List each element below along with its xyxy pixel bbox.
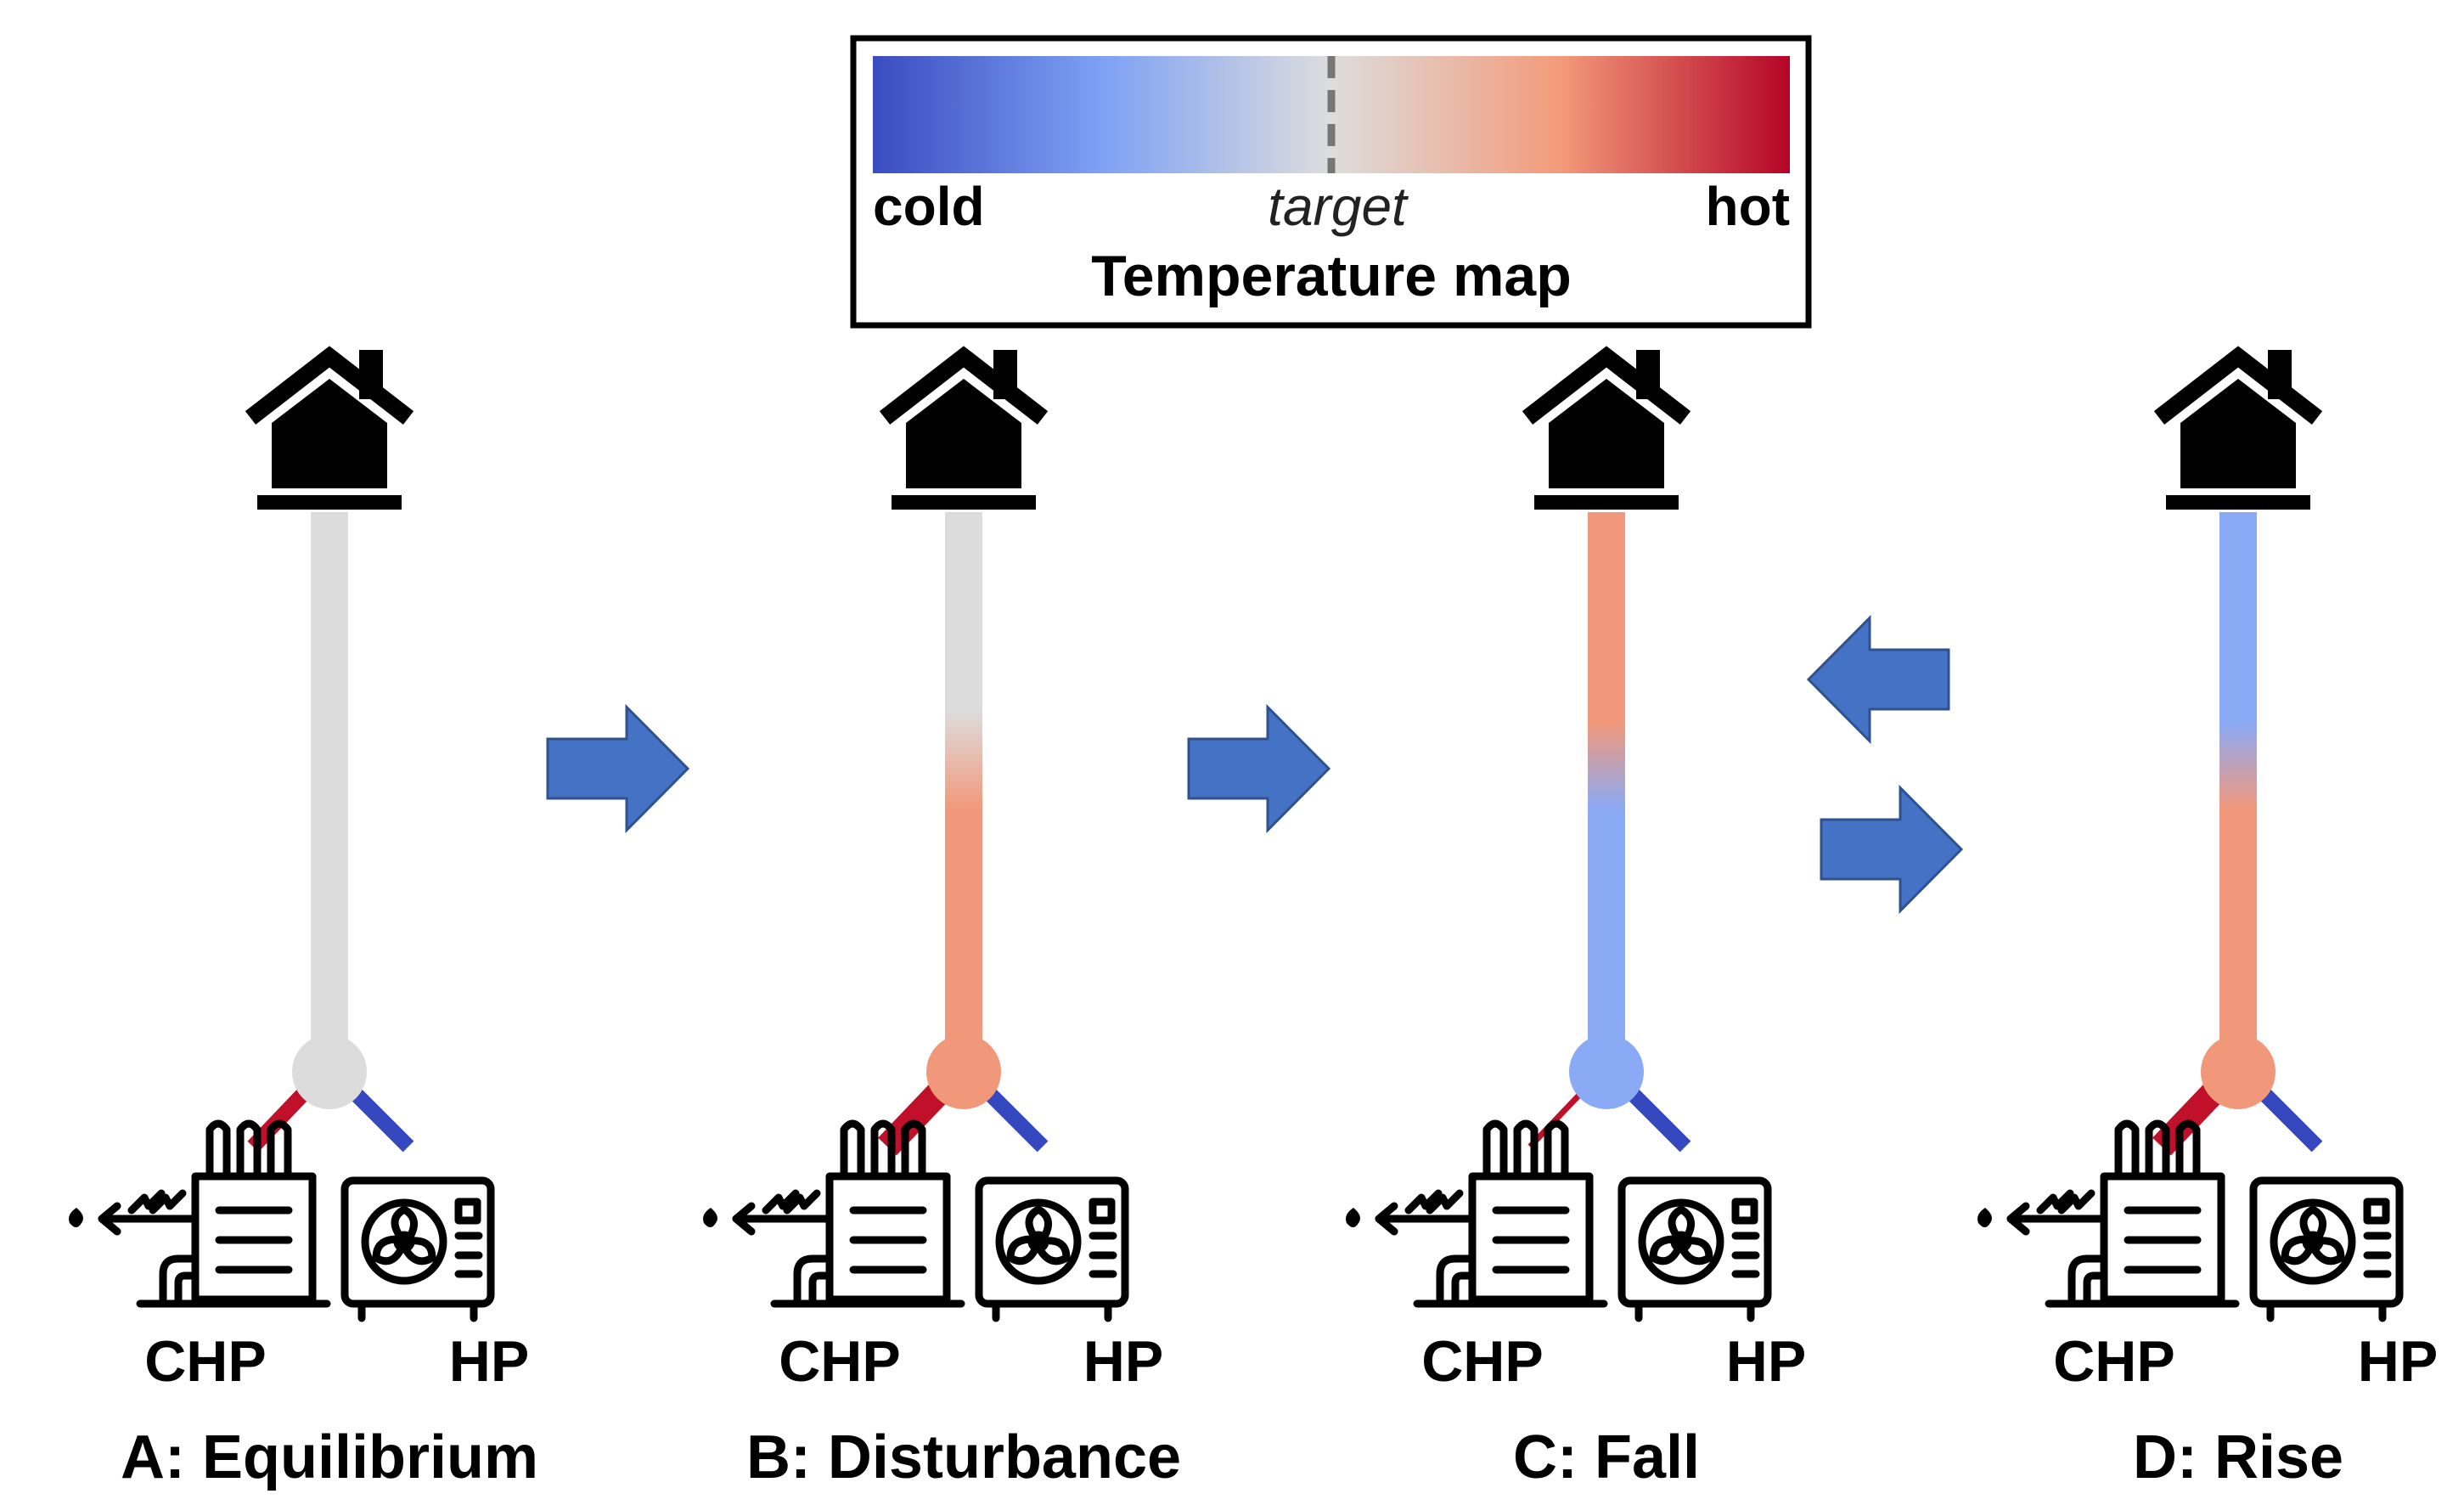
chp-plant-icon	[1977, 1119, 2240, 1308]
hp-supply-line	[347, 1085, 414, 1153]
hp-supply-line	[1624, 1085, 1691, 1153]
arrow-c-to-d-icon	[1820, 784, 1964, 915]
chp-label: CHP	[1421, 1329, 1544, 1394]
chp-plant-icon	[703, 1119, 965, 1308]
legend-high-label: hot	[1706, 176, 1791, 237]
heat-pump-icon	[2249, 1176, 2404, 1322]
hp-label: HP	[1726, 1329, 1806, 1394]
heat-pump-icon	[1617, 1176, 1772, 1322]
house-icon	[1522, 346, 1691, 510]
temperature-legend: cold target hot Temperature map	[850, 35, 1812, 329]
chp-supply-line	[2152, 1082, 2224, 1156]
pipe	[311, 512, 348, 1064]
legend-title: Temperature map	[1091, 244, 1572, 308]
house-icon	[2153, 346, 2323, 510]
chp-plant-icon	[69, 1119, 331, 1308]
mixing-junction	[292, 1034, 367, 1109]
panel-2: CHP HP B: Disturbance	[703, 346, 1181, 1491]
panel-4: CHP HPD: Rise	[1977, 346, 2438, 1491]
pipe	[945, 512, 982, 1064]
pipe	[1588, 512, 1625, 1064]
chp-supply-line	[878, 1082, 949, 1156]
transition-arrows	[546, 614, 1964, 915]
chp-label: CHP	[779, 1329, 901, 1394]
panel-caption: B: Disturbance	[746, 1423, 1181, 1491]
panel-1: CHP HP A: Equilibrium	[69, 346, 538, 1491]
hp-supply-line	[982, 1085, 1049, 1153]
arrow-d-to-c-icon	[1806, 614, 1950, 745]
hp-label: HP	[449, 1329, 529, 1394]
hp-label: HP	[1083, 1329, 1163, 1394]
chp-supply-line	[1527, 1089, 1585, 1149]
panel-caption: D: Rise	[2133, 1423, 2343, 1491]
mixing-junction	[2201, 1034, 2276, 1109]
chp-plant-icon	[1346, 1119, 1608, 1308]
house-icon	[879, 346, 1049, 510]
pipe	[2219, 512, 2257, 1064]
arrow-b-to-c-icon	[1187, 703, 1331, 834]
panel-3: CHP HP C: Fall	[1346, 346, 1806, 1491]
legend-low-label: cold	[873, 176, 985, 237]
chp-label: CHP	[144, 1329, 267, 1394]
legend-mid-label: target	[1268, 176, 1409, 237]
panel-caption: C: Fall	[1513, 1423, 1700, 1491]
chp-supply-line	[247, 1085, 312, 1153]
panel-caption: A: Equilibrium	[121, 1423, 538, 1491]
arrow-a-to-b-icon	[546, 703, 690, 834]
chp-label: CHP	[2053, 1329, 2175, 1394]
heat-pump-icon	[975, 1176, 1129, 1322]
hp-supply-line	[2256, 1085, 2323, 1153]
house-icon	[245, 346, 414, 510]
hp-label: HP	[2358, 1329, 2438, 1394]
mixing-junction	[1569, 1034, 1644, 1109]
mixing-junction	[926, 1034, 1001, 1109]
heat-pump-icon	[340, 1176, 495, 1322]
